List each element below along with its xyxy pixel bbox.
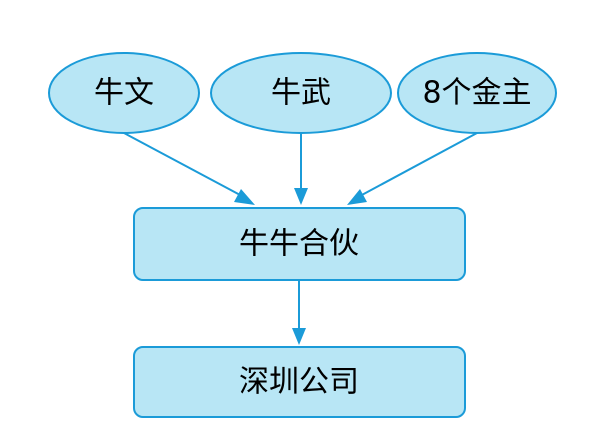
arrow-partnership-to-company: [292, 281, 306, 345]
node-niu-wen-label: 牛文: [94, 76, 154, 111]
node-company-label: 深圳公司: [239, 365, 359, 400]
arrow-investors-line: [359, 132, 478, 197]
arrow-niu-wen-head: [234, 189, 255, 205]
arrow-niu-wen-line: [123, 132, 243, 197]
node-partnership-label: 牛牛合伙: [239, 227, 359, 262]
arrow-partnership-head: [292, 328, 306, 345]
arrow-investors-head: [347, 189, 367, 205]
node-niu-wen: 牛文: [48, 52, 200, 134]
arrow-investors-to-partnership: [347, 132, 478, 205]
arrow-niu-wen-to-partnership: [123, 132, 255, 205]
node-company: 深圳公司: [133, 346, 466, 418]
node-niu-wu: 牛武: [210, 52, 392, 134]
arrow-niu-wu-head: [294, 188, 308, 205]
arrow-niu-wu-to-partnership: [294, 133, 308, 205]
node-investors: 8个金主: [397, 52, 557, 134]
node-partnership: 牛牛合伙: [133, 207, 466, 281]
node-company-shape: [133, 346, 466, 418]
node-niu-wu-label: 牛武: [271, 76, 331, 111]
node-investors-label: 8个金主: [422, 76, 531, 111]
node-partnership-shape: [133, 207, 466, 281]
